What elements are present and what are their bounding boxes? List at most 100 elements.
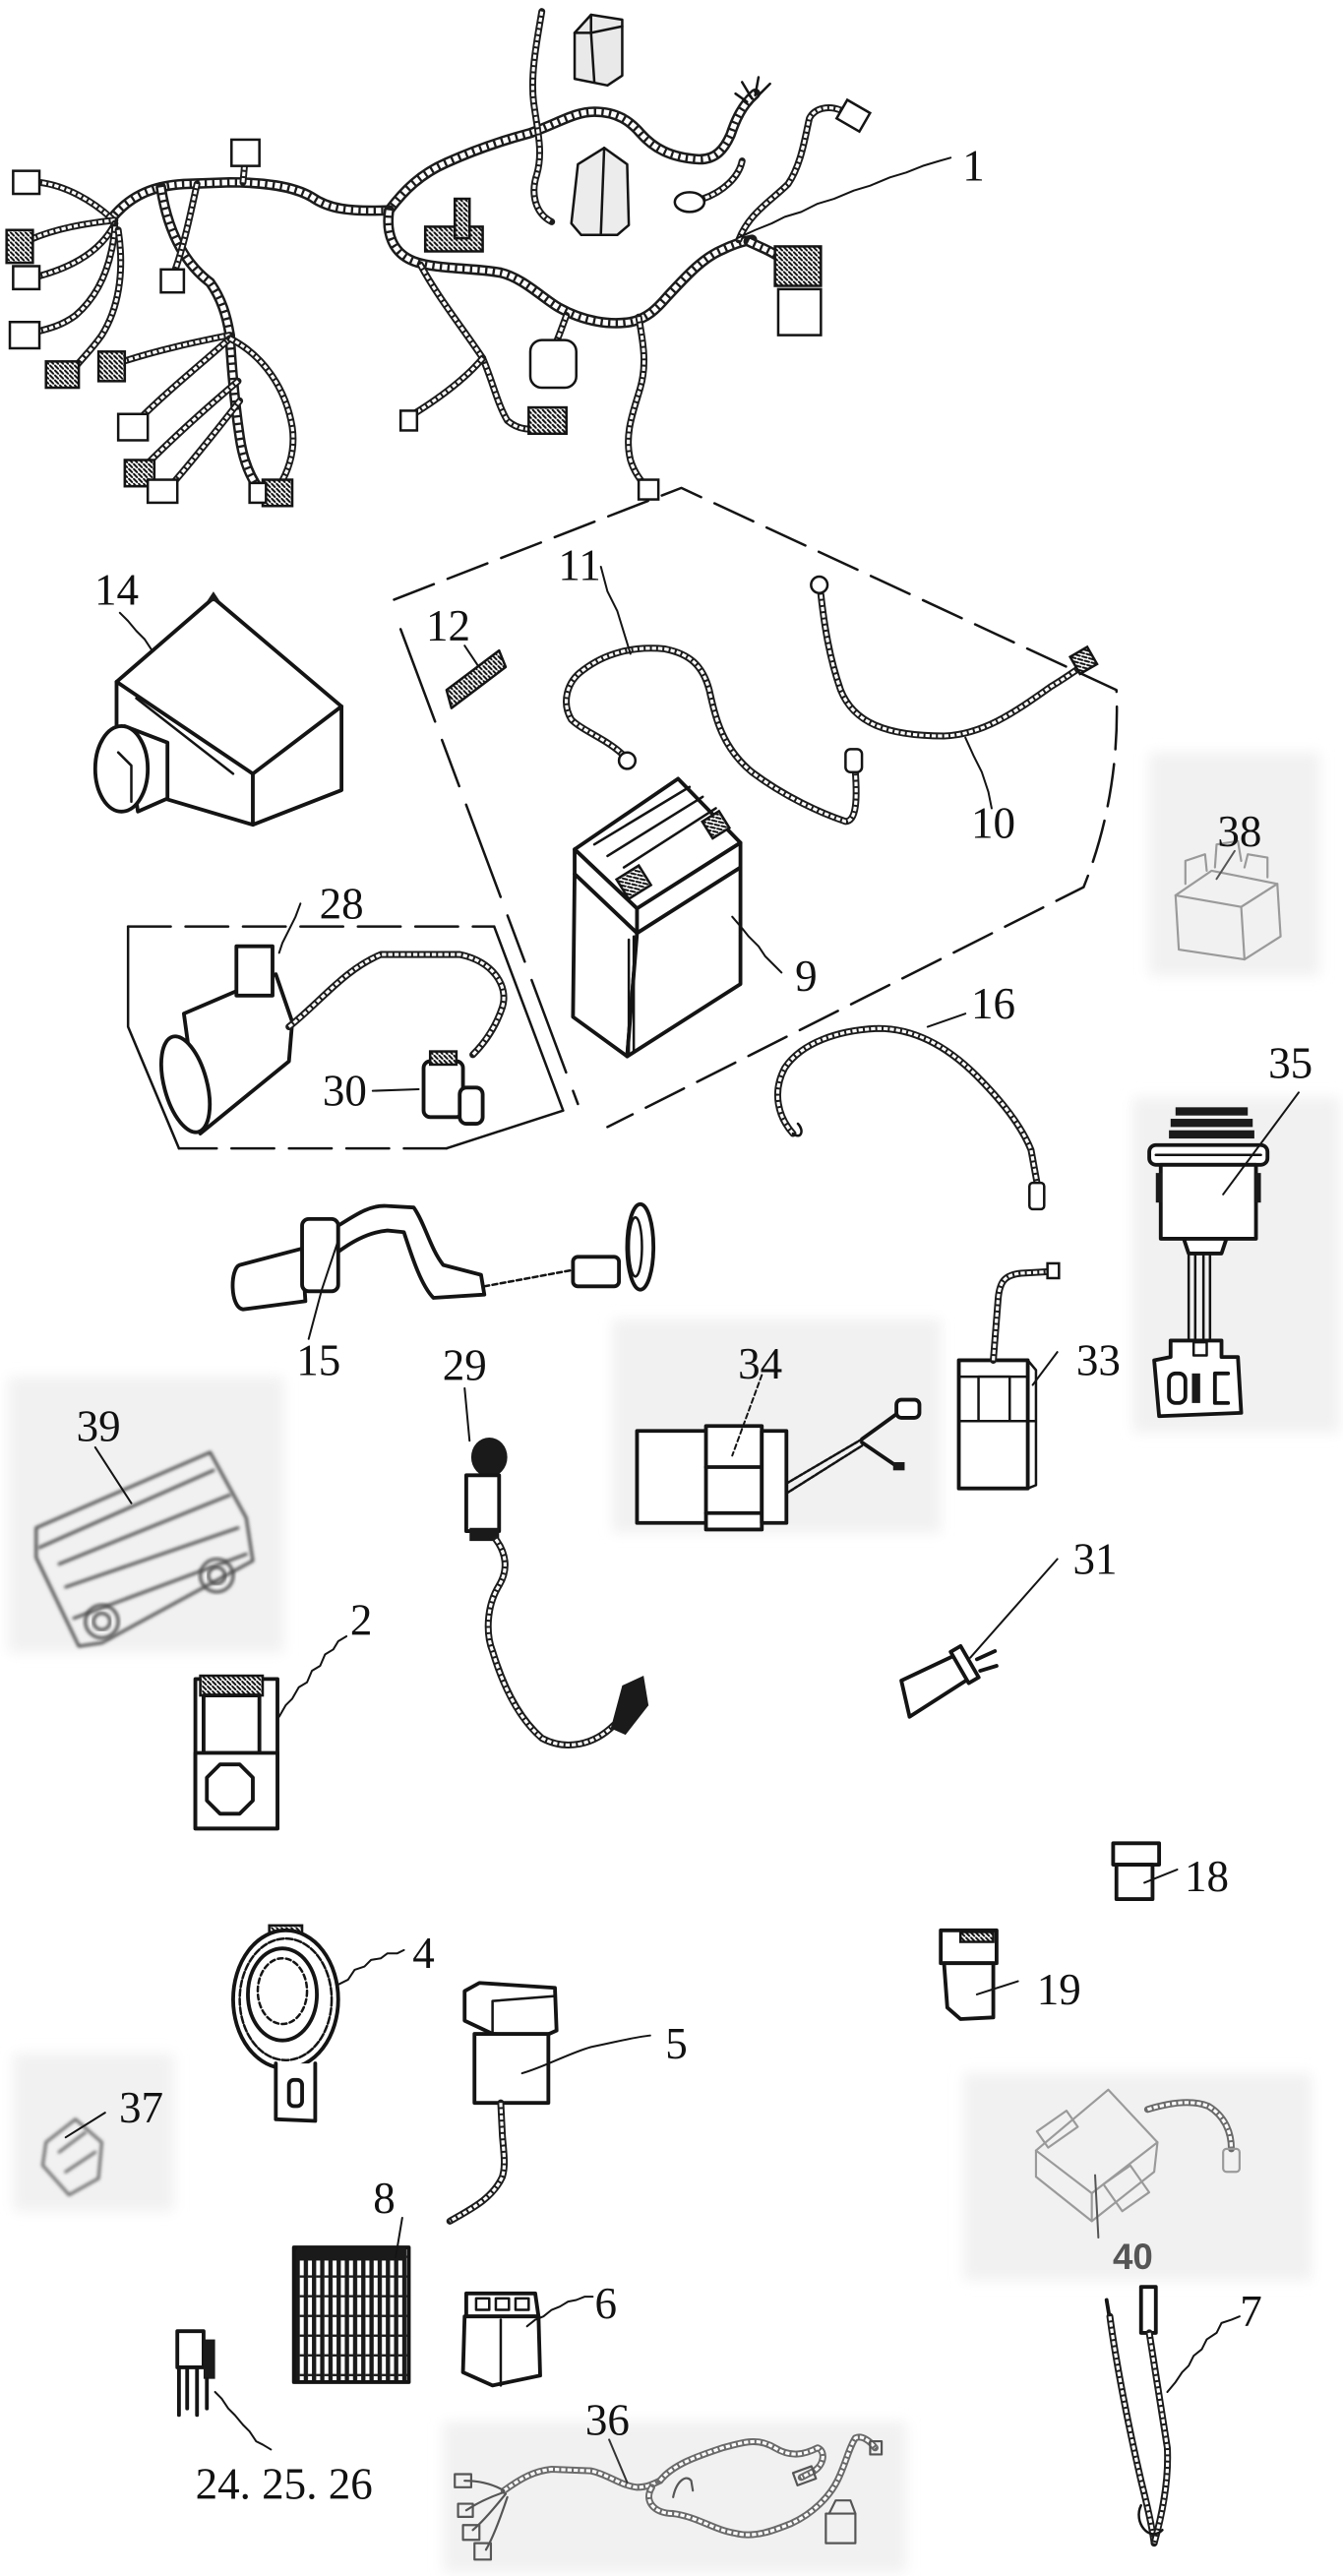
cable-core (35, 226, 117, 334)
callout-37: 37 (119, 2083, 163, 2132)
horn-center (256, 1956, 309, 2026)
callout-12: 12 (426, 601, 470, 650)
connector (159, 268, 186, 294)
part-31-sensor: 31 (899, 1535, 1118, 1719)
connector (398, 409, 419, 432)
relay-top (1174, 869, 1279, 908)
center-connector-box (570, 147, 631, 237)
part-5-switch: 5 (446, 1981, 688, 2225)
horn-inner-ring (246, 1946, 319, 2043)
callout-14: 14 (94, 565, 139, 614)
callout-19: 19 (1037, 1965, 1081, 2014)
switch-wires (1187, 1252, 1212, 1341)
cable-core (38, 180, 113, 220)
connector-top (1111, 1841, 1162, 1867)
cable-core (658, 2439, 824, 2483)
cable-core (385, 210, 753, 327)
part-18-connector: 18 (1111, 1841, 1229, 1902)
part-11-battery-cable: 11 (558, 540, 864, 826)
part-28-ignition-coil-group: 28 (126, 879, 565, 1150)
callout-15: 15 (296, 1335, 340, 1384)
relay-pin (514, 2297, 530, 2311)
part-8-regulator-rectifier: 8 (291, 2174, 411, 2384)
part-12-strip: 12 (426, 601, 508, 709)
battery-lid-ridges (592, 785, 717, 869)
switch-cap-edge (491, 1994, 557, 2036)
bracket-hole (84, 1603, 120, 1640)
cable-core (530, 11, 553, 223)
wire-terminal (892, 1461, 905, 1471)
plug-pin-c (1212, 1371, 1231, 1405)
cable-core (38, 222, 117, 278)
relay-pin (474, 2297, 491, 2311)
cable-core (991, 1269, 1052, 1361)
part-2-switch-block: 2 (193, 1595, 372, 1831)
bracket-hole-inner (92, 1612, 112, 1631)
aux-connector (461, 2524, 481, 2542)
cable-core (117, 334, 230, 365)
connector (527, 405, 568, 436)
connector-band-lines (703, 1465, 764, 1515)
callout-4: 4 (412, 1929, 435, 1978)
callout-28: 28 (320, 879, 364, 928)
connector-left-block (635, 1429, 710, 1525)
clip-lines (57, 2130, 97, 2174)
sensor-body (463, 1473, 502, 1534)
harness-upper-loop (384, 88, 761, 216)
callout-31: 31 (1073, 1535, 1118, 1584)
coil-post (234, 944, 275, 998)
battery-terminal (701, 809, 732, 840)
part-24-25-26-fuse: 24. 25. 26 (175, 2329, 373, 2509)
bracket-outline (34, 1450, 255, 1648)
cable-hook (791, 1122, 803, 1137)
callout-30: 30 (323, 1067, 367, 1116)
inset-39-background (8, 1377, 284, 1653)
callout-36: 36 (585, 2395, 630, 2444)
terminal-end (844, 748, 864, 773)
switch-cap (462, 1981, 559, 2040)
leader-11 (599, 566, 632, 655)
cable-core (565, 646, 858, 824)
callout-18: 18 (1185, 1852, 1229, 1901)
bracket-lines (37, 1468, 248, 1621)
cable-core (1146, 2101, 1234, 2149)
cable-core (71, 229, 123, 373)
plug-cap-body (421, 1059, 465, 1120)
cable-core (387, 92, 758, 213)
wire-tuft (734, 76, 771, 103)
leader-9 (731, 915, 783, 974)
top-connector-box-edge (573, 13, 624, 84)
part-16-cable: 16 (774, 979, 1046, 1211)
battery-group-outline (393, 486, 1119, 1129)
cable-core (553, 315, 569, 346)
top-connector-box (573, 13, 624, 88)
callout-5: 5 (665, 2019, 688, 2068)
battery-terminal (614, 863, 653, 901)
part-15-throttle-cable-assembly: 15 (230, 1201, 656, 1384)
harness-branch-a (699, 157, 746, 203)
part-34-connector: 34 (635, 1339, 922, 1532)
leader-7 (1166, 2315, 1241, 2394)
connector (673, 191, 706, 214)
aux-left-fan (463, 2480, 509, 2551)
callout-40: 40 (1113, 2237, 1153, 2277)
callout-6: 6 (594, 2279, 617, 2328)
sensor-plug (610, 1676, 649, 1736)
leader-1 (736, 156, 952, 240)
sensor-head (470, 1437, 508, 1478)
side-tab (1253, 1173, 1261, 1203)
horn-ring-2 (238, 1936, 334, 2061)
cable-core (1147, 2332, 1170, 2545)
terminal-end (1068, 644, 1099, 676)
leader-15 (307, 1239, 339, 1340)
cable-16 (774, 1024, 1042, 1190)
part-30-spark-plug-cap: 30 (323, 1050, 485, 1126)
cable-core (109, 179, 390, 220)
callout-8: 8 (373, 2174, 396, 2223)
harness-right-riser (735, 104, 844, 244)
grip-flange (300, 1216, 340, 1294)
relay-pin (494, 2297, 511, 2311)
part-36-auxiliary-harness: 36 (454, 2395, 884, 2561)
box-cylinder-end (92, 724, 151, 814)
bellows-ring (1169, 1130, 1254, 1139)
